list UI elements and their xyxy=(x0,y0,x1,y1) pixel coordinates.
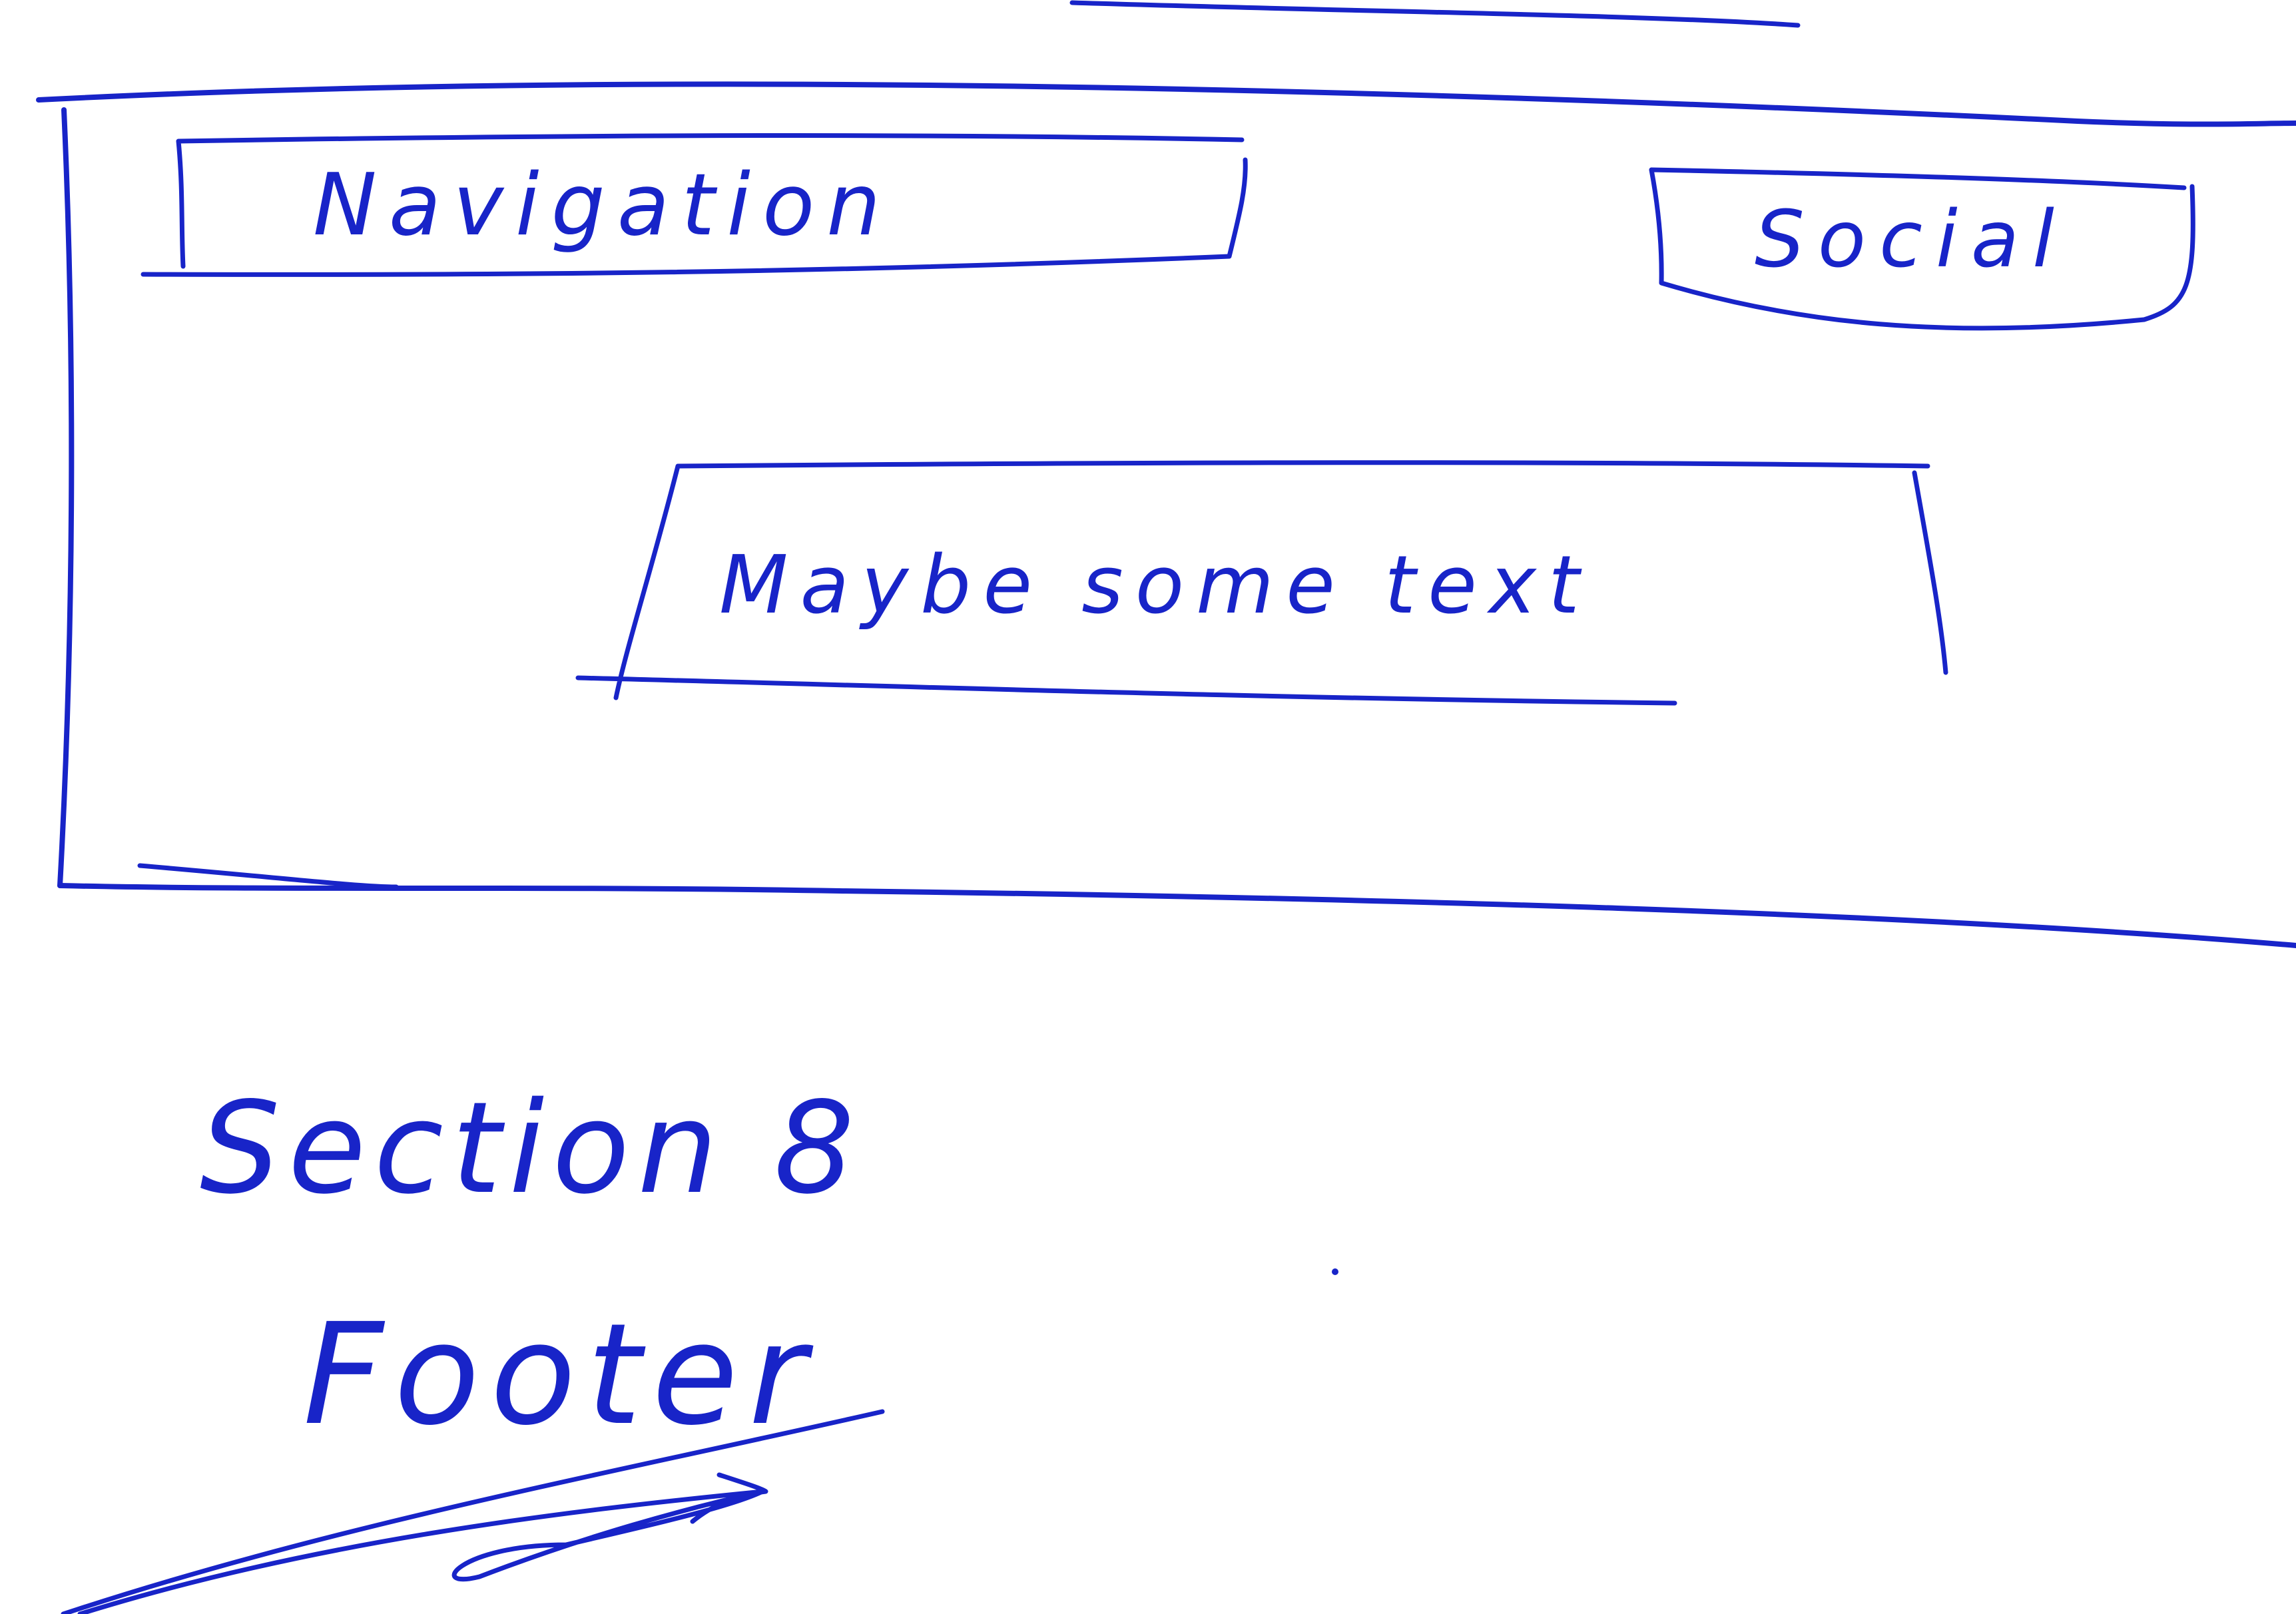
navigation-box-outline xyxy=(141,133,1248,277)
hero-border-left xyxy=(57,107,75,888)
footer-underline xyxy=(61,1409,885,1614)
top-stroke xyxy=(1069,0,1801,28)
footer-swoosh xyxy=(77,1472,768,1614)
maybe-text-label: Maybe some text xyxy=(719,539,1591,632)
hero-border-top xyxy=(36,81,2296,127)
social-label: Social xyxy=(1755,193,2068,285)
social-box-outline xyxy=(1649,167,2195,331)
stray-dot xyxy=(1332,1268,1338,1275)
navigation-label: Navigation xyxy=(313,156,893,255)
hero-border-bottom xyxy=(57,883,2296,948)
hero-border-bottom-accent xyxy=(137,863,399,890)
text-box-outline xyxy=(575,460,1948,706)
section-label: Section 8 xyxy=(200,1075,863,1222)
footer-label: Footer xyxy=(303,1293,817,1456)
